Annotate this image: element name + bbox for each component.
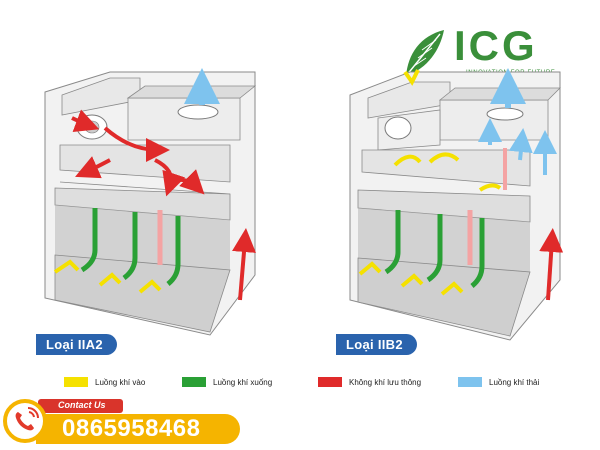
legend-swatch [182, 377, 206, 387]
phone-icon[interactable] [3, 399, 47, 443]
phone-box[interactable] [36, 414, 240, 444]
legend-swatch [318, 377, 342, 387]
phone-number[interactable]: 0865958468 [62, 415, 201, 442]
leaf-icon [405, 30, 444, 77]
legend-label: Luồng khí thải [489, 377, 540, 387]
legend-label: Luồng khí vào [95, 377, 146, 387]
label-iib2: Loại IIB2 [336, 334, 417, 355]
contact-banner[interactable] [38, 399, 123, 413]
legend-item-inflow: Luồng khí vào [64, 376, 145, 388]
contact-label: Contact Us [58, 400, 106, 410]
legend-item-exhaust: Luồng khí thải [458, 376, 539, 388]
cabinet-iia2 [44, 68, 257, 336]
logo-name: ICG [454, 22, 538, 69]
label-iia2: Loại IIA2 [36, 334, 117, 355]
legend-item-downflow: Luồng khí xuống [182, 376, 272, 388]
legend-label: Luồng khí xuống [213, 377, 273, 387]
legend-swatch [458, 377, 482, 387]
legend-swatch [64, 377, 88, 387]
legend-label: Không khí lưu thông [349, 377, 422, 387]
icg-logo [400, 28, 570, 80]
cabinet-iib2 [349, 68, 564, 341]
legend-item-recirculation: Không khí lưu thông [318, 376, 421, 388]
